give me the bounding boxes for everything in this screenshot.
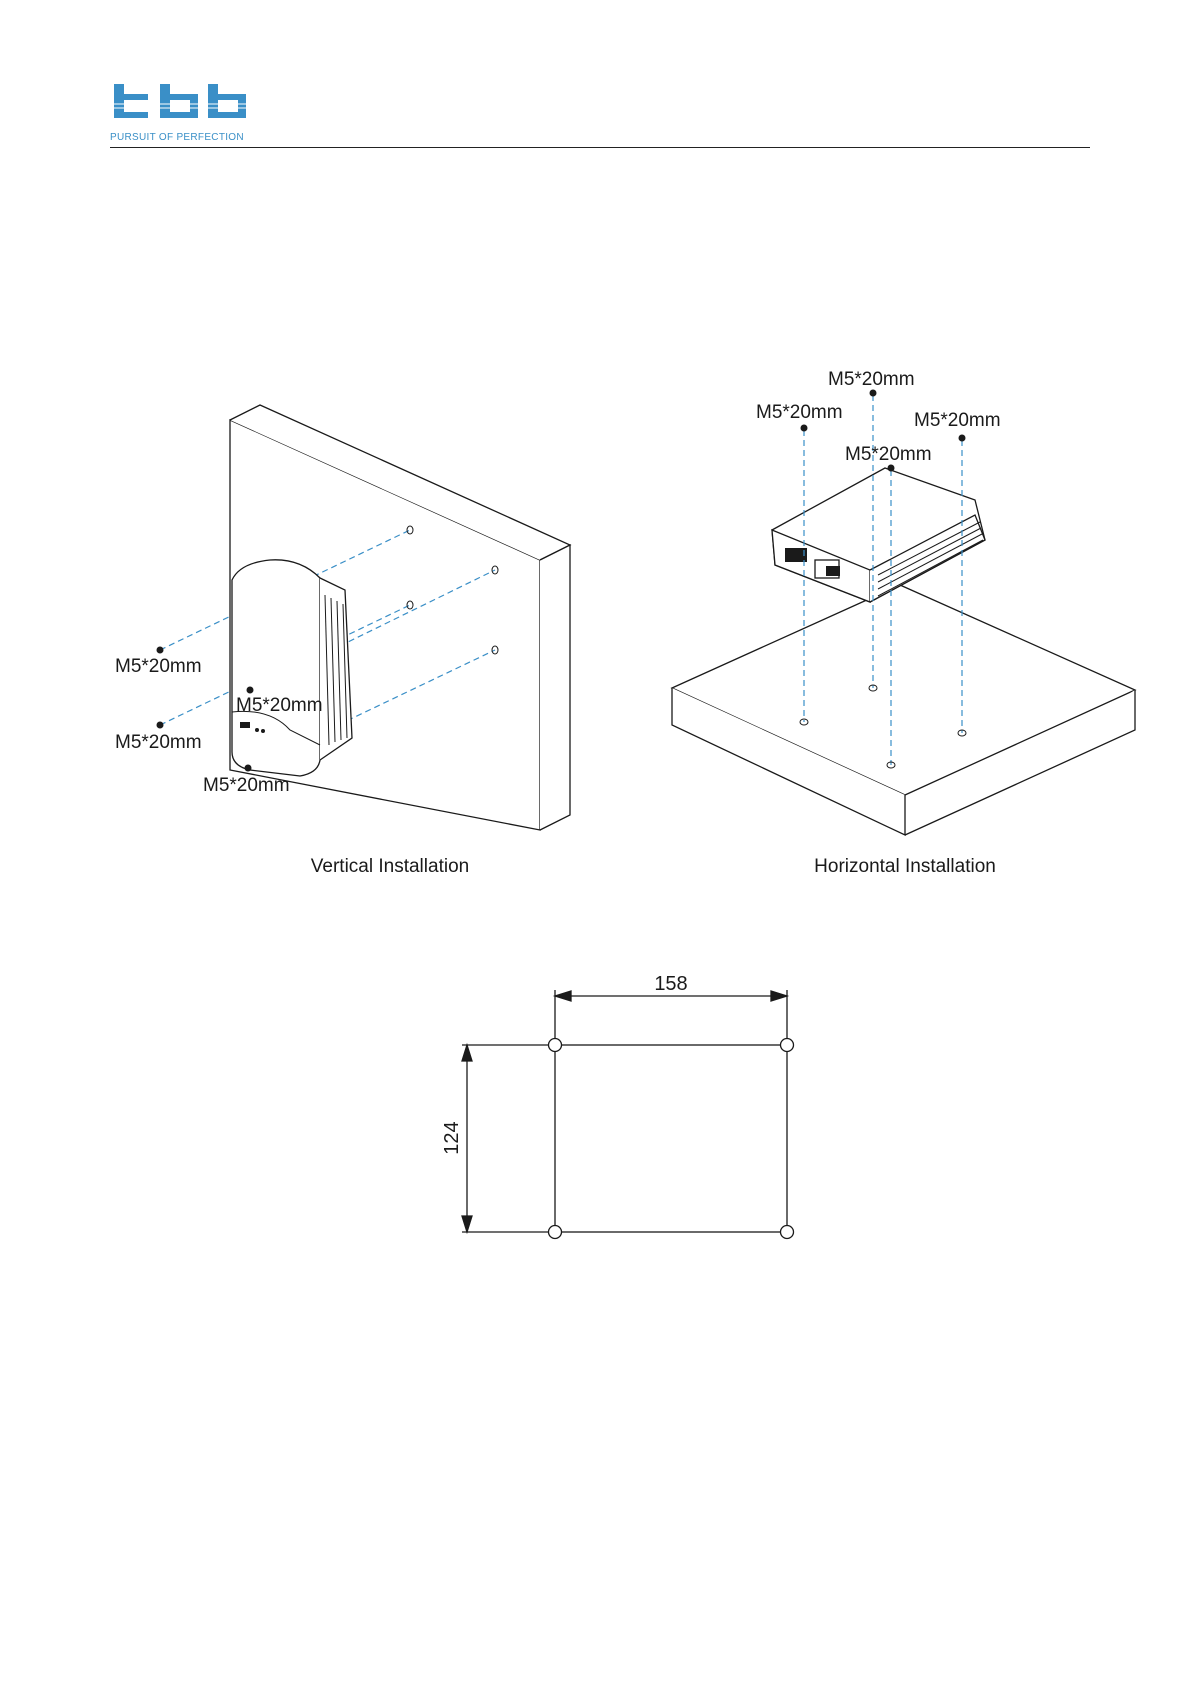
width-dimension-label: 158	[654, 973, 687, 995]
vertical-screw-label-3: M5*20mm	[115, 732, 202, 753]
horizontal-screw-label-1: M5*20mm	[828, 369, 915, 390]
vertical-installation	[157, 405, 571, 830]
horizontal-caption: Horizontal Installation	[814, 856, 996, 877]
horizontal-screw-label-4: M5*20mm	[845, 444, 932, 465]
horizontal-screw-label-3: M5*20mm	[914, 410, 1001, 431]
vertical-screw-label-1: M5*20mm	[115, 656, 202, 677]
vertical-screw-label-4: M5*20mm	[203, 775, 290, 796]
horizontal-screw-label-2: M5*20mm	[756, 402, 843, 423]
height-dimension-label: 124	[441, 1121, 463, 1154]
vertical-screw-label-2: M5*20mm	[236, 695, 323, 716]
mounting-dimension-drawing	[462, 990, 794, 1239]
vertical-caption: Vertical Installation	[311, 856, 469, 877]
